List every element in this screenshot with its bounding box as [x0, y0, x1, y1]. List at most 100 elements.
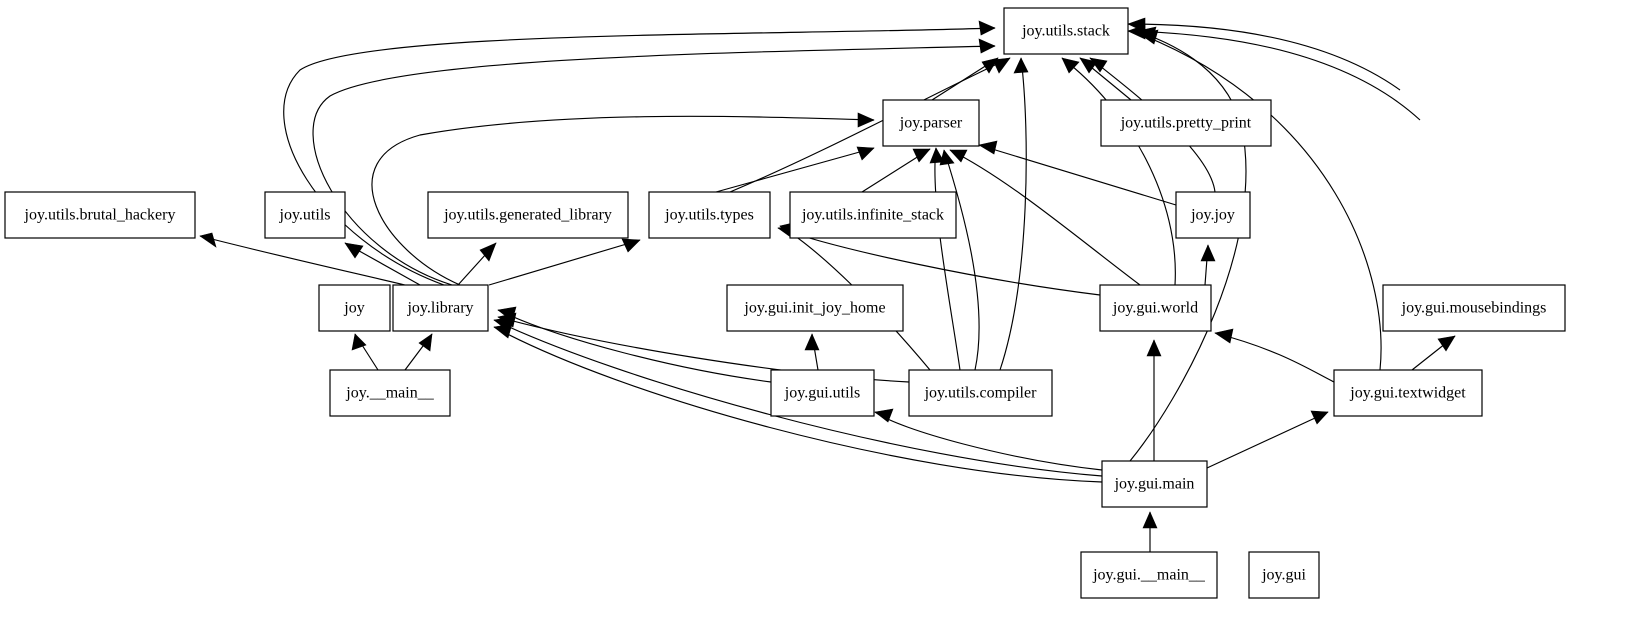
- graph-node-label: joy.gui.world: [1112, 300, 1198, 317]
- graph-node-label: joy.parser: [899, 115, 963, 132]
- graph-edge: [934, 147, 961, 371]
- graph-node-label: joy.utils.infinite_stack: [801, 207, 944, 224]
- graph-edge-arrowhead: [344, 242, 364, 259]
- graph-node-box[interactable]: [427, 191, 629, 239]
- graph-node-label: joy.gui: [1261, 567, 1306, 584]
- graph-node-label: joy.utils.brutal_hackery: [24, 207, 176, 224]
- graph-node[interactable]: joy: [318, 284, 391, 332]
- graph-node-label: joy.utils.compiler: [924, 385, 1038, 402]
- graph-edge-arrowhead: [1142, 511, 1158, 529]
- graph-node[interactable]: joy.utils.pretty_print: [1100, 99, 1272, 147]
- graph-node-box[interactable]: [318, 284, 391, 332]
- graph-edge-arrowhead: [978, 20, 996, 36]
- graph-edge: [874, 411, 1103, 471]
- graph-node-box[interactable]: [908, 369, 1053, 417]
- graph-edge: [1127, 30, 1421, 121]
- graph-node[interactable]: joy.joy: [1175, 191, 1251, 239]
- graph-edge-arrowhead: [621, 238, 641, 253]
- graph-node[interactable]: joy.utils.brutal_hackery: [4, 191, 196, 239]
- graph-edge-arrowhead: [1013, 57, 1029, 74]
- graph-node[interactable]: joy.utils.types: [648, 191, 771, 239]
- graph-node-box[interactable]: [392, 284, 489, 332]
- graph-node-label: joy.utils.stack: [1021, 23, 1110, 40]
- graph-edge: [1139, 33, 1382, 371]
- graph-node[interactable]: joy.gui.textwidget: [1333, 369, 1483, 417]
- graph-node-label: joy.gui.main: [1114, 476, 1195, 493]
- graph-edge: [978, 144, 1177, 206]
- graph-edge-arrowhead: [929, 147, 945, 164]
- graph-node-box[interactable]: [882, 99, 980, 147]
- graph-node-label: joy.utils.types: [664, 207, 754, 224]
- graph-node[interactable]: joy.gui.__main__: [1080, 551, 1218, 599]
- graph-node-box[interactable]: [1100, 99, 1272, 147]
- graph-node-box[interactable]: [1333, 369, 1483, 417]
- graph-node-box[interactable]: [1101, 460, 1208, 508]
- graph-node-label: joy.utils: [279, 207, 331, 224]
- graph-edge-arrowhead: [1061, 57, 1080, 74]
- graph-edge: [943, 149, 980, 371]
- graph-node-label: joy: [343, 300, 364, 317]
- graph-node[interactable]: joy.gui.init_joy_home: [726, 284, 904, 332]
- graph-node-label: joy.library: [406, 300, 473, 317]
- graph-edge-arrowhead: [949, 149, 968, 163]
- graph-node-box[interactable]: [1248, 551, 1320, 599]
- graph-node-box[interactable]: [329, 369, 451, 417]
- graph-node[interactable]: joy.gui.main: [1101, 460, 1208, 508]
- graph-edge: [497, 309, 772, 383]
- graph-node[interactable]: joy.parser: [882, 99, 980, 147]
- graph-edge: [949, 149, 1141, 286]
- graph-node-label: joy.gui.textwidget: [1349, 385, 1466, 402]
- graph-node-box[interactable]: [1099, 284, 1212, 332]
- graph-node-box[interactable]: [1382, 284, 1566, 332]
- graph-edge-arrowhead: [874, 408, 894, 423]
- graph-node[interactable]: joy.gui.world: [1099, 284, 1212, 332]
- graph-edge: [715, 147, 875, 193]
- graph-node[interactable]: joy.gui.mousebindings: [1382, 284, 1566, 332]
- graph-node-label: joy.gui.init_joy_home: [743, 300, 885, 317]
- graph-node-box[interactable]: [770, 369, 875, 417]
- graph-node-box[interactable]: [264, 191, 346, 239]
- graph-node[interactable]: joy.utils.infinite_stack: [789, 191, 957, 239]
- graph-edge-arrowhead: [978, 38, 996, 54]
- graph-edge-arrowhead: [1146, 339, 1162, 357]
- graph-node[interactable]: joy.library: [392, 284, 489, 332]
- graph-node-label: joy.gui.utils: [784, 385, 860, 402]
- graph-node-box[interactable]: [789, 191, 957, 239]
- graph-node-label: joy.gui.__main__: [1092, 567, 1206, 584]
- graph-edge-arrowhead: [804, 333, 820, 351]
- graph-edge: [1129, 30, 1247, 462]
- graph-node-label: joy.joy: [1190, 207, 1235, 224]
- graph-edge-arrowhead: [1200, 244, 1216, 262]
- graph-node-box[interactable]: [726, 284, 904, 332]
- graph-node[interactable]: joy.__main__: [329, 369, 451, 417]
- graph-node-label: joy.__main__: [345, 385, 434, 402]
- graph-edge: [729, 57, 1011, 193]
- graph-node[interactable]: joy.utils.generated_library: [427, 191, 629, 239]
- graph-edge-arrowhead: [912, 148, 931, 163]
- graph-edge: [493, 319, 1103, 477]
- graph-node-box[interactable]: [1080, 551, 1218, 599]
- graph-node-box[interactable]: [1003, 7, 1129, 55]
- graph-edge: [312, 45, 996, 286]
- nodes-layer: joy.utils.stack joy.parser joy.utils.prett…: [4, 7, 1566, 599]
- graph-edge-arrowhead: [1214, 328, 1234, 344]
- graph-node[interactable]: joy.utils: [264, 191, 346, 239]
- graph-edge-arrowhead: [856, 146, 875, 161]
- graph-node[interactable]: joy.utils.compiler: [908, 369, 1053, 417]
- graph-node[interactable]: joy.gui.utils: [770, 369, 875, 417]
- graph-edge: [999, 57, 1027, 371]
- graph-node-box[interactable]: [648, 191, 771, 239]
- graph-edge: [199, 235, 406, 286]
- graph-node-box[interactable]: [4, 191, 196, 239]
- graph-node[interactable]: joy.utils.stack: [1003, 7, 1129, 55]
- graph-edge: [488, 239, 641, 286]
- graph-edge: [1214, 332, 1335, 383]
- graph-edge: [371, 115, 875, 286]
- graph-edge-arrowhead: [493, 323, 513, 339]
- graph-node-box[interactable]: [1175, 191, 1251, 239]
- graph-node[interactable]: joy.gui: [1248, 551, 1320, 599]
- graph-edge: [1127, 23, 1401, 91]
- graph-edge-arrowhead: [978, 140, 998, 155]
